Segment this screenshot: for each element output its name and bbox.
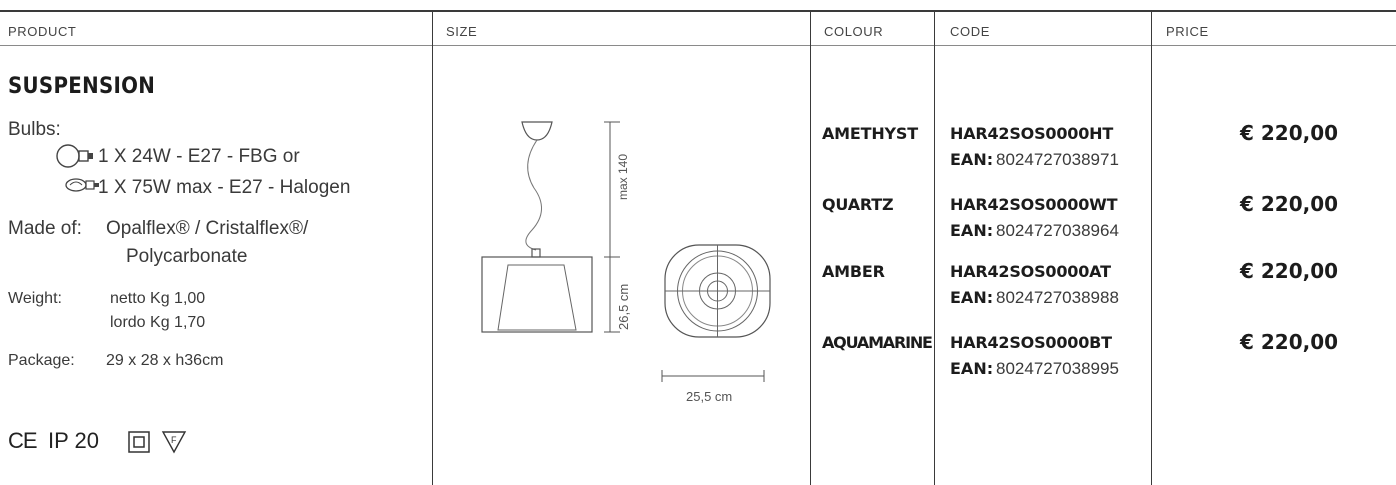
table-top-rule bbox=[0, 10, 1396, 12]
product-code: HAR42SOS0000WT bbox=[950, 195, 1118, 214]
column-divider-code bbox=[934, 11, 935, 485]
dimension-max-height: max 140 bbox=[616, 153, 630, 200]
package-value: 29 x 28 x h36cm bbox=[106, 352, 224, 369]
f-mark-triangle-icon: F bbox=[161, 431, 187, 454]
header-bottom-rule bbox=[0, 45, 1396, 46]
ean-label: EAN: bbox=[950, 288, 994, 307]
price: € 220,00 bbox=[1240, 192, 1339, 216]
ean-label: EAN: bbox=[950, 221, 994, 240]
dimension-width: 25,5 cm bbox=[686, 389, 733, 404]
colour-name: AMETHYST bbox=[822, 124, 918, 143]
ce-mark: CE bbox=[8, 428, 38, 453]
column-divider-price bbox=[1151, 11, 1152, 485]
weight-gross: lordo Kg 1,70 bbox=[110, 314, 206, 331]
ean-label: EAN: bbox=[950, 150, 994, 169]
colour-name: QUARTZ bbox=[822, 195, 894, 214]
header-size: SIZE bbox=[446, 24, 478, 39]
made-of-label: Made of: bbox=[8, 218, 82, 239]
bulb-halogen-icon bbox=[65, 178, 99, 192]
package-label: Package: bbox=[8, 352, 75, 369]
price: € 220,00 bbox=[1240, 259, 1339, 283]
product-code: HAR42SOS0000BT bbox=[950, 333, 1112, 352]
price: € 220,00 bbox=[1240, 330, 1339, 354]
column-divider-size bbox=[432, 11, 433, 485]
weight-net: netto Kg 1,00 bbox=[110, 290, 206, 307]
ean-value: 8024727038964 bbox=[996, 221, 1119, 240]
double-insulation-icon bbox=[128, 431, 150, 453]
column-divider-colour bbox=[810, 11, 811, 485]
made-of-line-1: Opalflex® / Cristalflex®/ bbox=[106, 218, 309, 239]
header-price: PRICE bbox=[1166, 24, 1209, 39]
bulb-fbg-icon bbox=[56, 144, 93, 168]
product-code: HAR42SOS0000AT bbox=[950, 262, 1111, 281]
suspension-lamp-diagram bbox=[481, 121, 771, 382]
header-product: PRODUCT bbox=[8, 24, 77, 39]
svg-text:F: F bbox=[171, 435, 177, 445]
bulbs-label: Bulbs: bbox=[8, 119, 61, 140]
colour-name: AMBER bbox=[822, 262, 885, 281]
ean-value: 8024727038995 bbox=[996, 359, 1119, 378]
product-code: HAR42SOS0000HT bbox=[950, 124, 1114, 143]
bulb-1-spec: 1 X 24W - E27 - FBG or bbox=[98, 146, 300, 167]
ean-value: 8024727038971 bbox=[996, 150, 1119, 169]
bulb-2-spec: 1 X 75W max - E27 - Halogen bbox=[98, 177, 351, 198]
price: € 220,00 bbox=[1240, 121, 1339, 145]
dimension-body-height: 26,5 cm bbox=[616, 283, 631, 330]
weight-label: Weight: bbox=[8, 290, 62, 307]
product-title: SUSPENSION bbox=[8, 74, 156, 99]
colour-name: AQUAMARINE bbox=[822, 333, 933, 352]
ean-value: 8024727038988 bbox=[996, 288, 1119, 307]
ean-label: EAN: bbox=[950, 359, 994, 378]
made-of-line-2: Polycarbonate bbox=[126, 246, 248, 267]
ip-rating: IP 20 bbox=[48, 428, 99, 453]
header-code: CODE bbox=[950, 24, 990, 39]
header-colour: COLOUR bbox=[824, 24, 884, 39]
